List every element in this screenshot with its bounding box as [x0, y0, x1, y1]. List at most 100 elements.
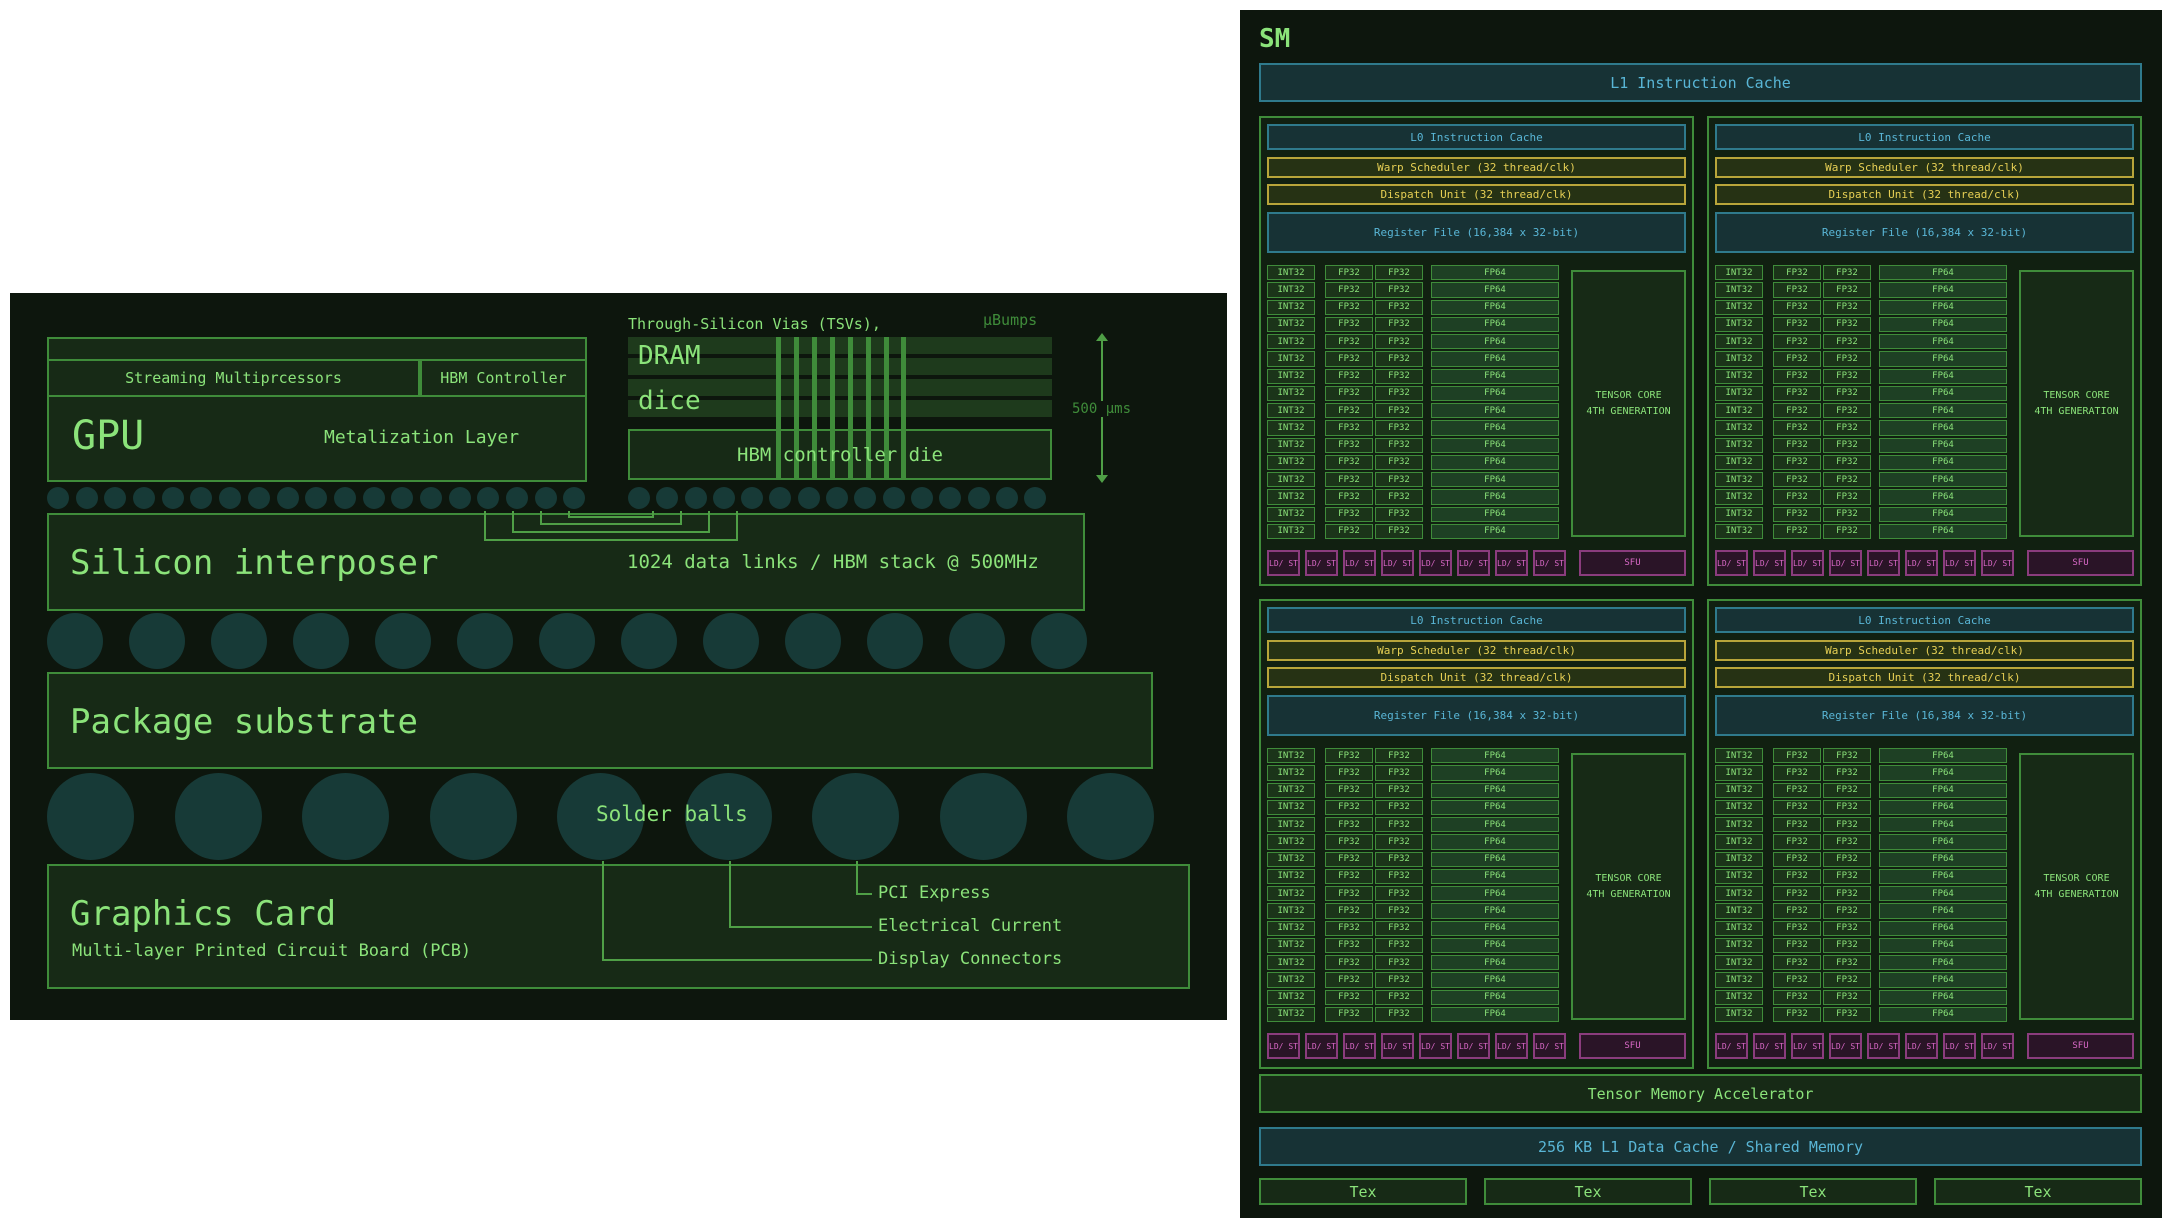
- fp64-unit: FP64: [1431, 489, 1559, 505]
- fp64-unit: FP64: [1879, 817, 2007, 833]
- fp32-unit: FP32: [1823, 748, 1871, 764]
- fp32-unit: FP32: [1773, 886, 1821, 902]
- tensor-core-label: TENSOR CORE: [1595, 872, 1662, 884]
- ldst-unit: LD/ ST: [1495, 1033, 1528, 1059]
- int32-unit: INT32: [1715, 523, 1763, 539]
- fp32-unit: FP32: [1773, 334, 1821, 350]
- fp32-unit: FP32: [1325, 903, 1373, 919]
- fp64-unit: FP64: [1431, 282, 1559, 298]
- dram-layer: [628, 358, 1052, 375]
- fp64-unit: FP64: [1879, 748, 2007, 764]
- ldst-unit: LD/ ST: [1943, 1033, 1976, 1059]
- fp32-unit: FP32: [1325, 868, 1373, 884]
- fp32-unit: FP32: [1325, 385, 1373, 401]
- int32-unit: INT32: [1267, 368, 1315, 384]
- fp32-unit: FP32: [1375, 903, 1423, 919]
- fp32-unit: FP32: [1375, 454, 1423, 470]
- fp32-unit: FP32: [1325, 1006, 1373, 1022]
- fp32-unit: FP32: [1325, 989, 1373, 1005]
- ldst-unit: LD/ ST: [1715, 1033, 1748, 1059]
- fp32-unit: FP32: [1325, 282, 1373, 298]
- fp64-unit: FP64: [1879, 299, 2007, 315]
- fp32-unit: FP32: [1375, 472, 1423, 488]
- fp32-unit: FP32: [1773, 299, 1821, 315]
- fp32-unit: FP32: [1773, 868, 1821, 884]
- int32-unit: INT32: [1715, 765, 1763, 781]
- int32-unit: INT32: [1715, 403, 1763, 419]
- fp32-unit: FP32: [1375, 886, 1423, 902]
- fp32-unit: FP32: [1823, 403, 1871, 419]
- fp64-unit: FP64: [1431, 765, 1559, 781]
- fp32-unit: FP32: [1773, 799, 1821, 815]
- fp32-unit: FP32: [1375, 334, 1423, 350]
- fp32-unit: FP32: [1773, 817, 1821, 833]
- height-arrow-bottom-icon: [1096, 475, 1108, 483]
- dram-label: DRAM: [638, 341, 701, 371]
- hbm-controller-die-label: HBM controller die: [737, 443, 943, 466]
- fp32-unit: FP32: [1823, 282, 1871, 298]
- tensor-core-generation-label: 4TH GENERATION: [1586, 888, 1671, 900]
- fp64-unit: FP64: [1431, 799, 1559, 815]
- int32-unit: INT32: [1267, 454, 1315, 470]
- tensor-core-generation-label: 4TH GENERATION: [1586, 405, 1671, 417]
- solder-balls-row: [47, 773, 1157, 861]
- fp32-unit: FP32: [1823, 937, 1871, 953]
- solder-balls-label: Solder balls: [596, 802, 748, 826]
- ldst-unit: LD/ ST: [1305, 550, 1338, 576]
- fp64-unit: FP64: [1431, 403, 1559, 419]
- interposer-title: Silicon interposer: [70, 543, 439, 583]
- fp32-unit: FP32: [1325, 937, 1373, 953]
- int32-unit: INT32: [1715, 472, 1763, 488]
- int32-unit: INT32: [1267, 420, 1315, 436]
- int32-unit: INT32: [1267, 834, 1315, 850]
- fp64-unit: FP64: [1879, 920, 2007, 936]
- silicon-interposer: [47, 513, 1085, 611]
- fp32-unit: FP32: [1325, 955, 1373, 971]
- fp32-unit: FP32: [1823, 454, 1871, 470]
- fp32-unit: FP32: [1823, 868, 1871, 884]
- fp64-unit: FP64: [1431, 351, 1559, 367]
- fp64-unit: FP64: [1879, 886, 2007, 902]
- int32-unit: INT32: [1267, 868, 1315, 884]
- fp32-unit: FP32: [1325, 316, 1373, 332]
- fp64-unit: FP64: [1879, 420, 2007, 436]
- int32-unit: INT32: [1715, 989, 1763, 1005]
- int32-unit: INT32: [1267, 920, 1315, 936]
- fp32-unit: FP32: [1325, 523, 1373, 539]
- fp64-unit: FP64: [1879, 523, 2007, 539]
- fp64-unit: FP64: [1431, 748, 1559, 764]
- int32-unit: INT32: [1267, 817, 1315, 833]
- int32-unit: INT32: [1267, 403, 1315, 419]
- tex-unit: Tex: [1484, 1178, 1692, 1205]
- fp64-unit: FP64: [1431, 385, 1559, 401]
- fp32-unit: FP32: [1823, 972, 1871, 988]
- fp32-unit: FP32: [1773, 523, 1821, 539]
- fp64-unit: FP64: [1879, 265, 2007, 281]
- fp32-unit: FP32: [1375, 799, 1423, 815]
- interposer-links-label: 1024 data links / HBM stack @ 500MHz: [627, 551, 1039, 573]
- fp64-unit: FP64: [1879, 437, 2007, 453]
- int32-unit: INT32: [1267, 799, 1315, 815]
- tensor-core-label: TENSOR CORE: [2043, 872, 2110, 884]
- fp64-unit: FP64: [1879, 937, 2007, 953]
- fp64-unit: FP64: [1879, 403, 2007, 419]
- fp32-unit: FP32: [1375, 989, 1423, 1005]
- ldst-unit: LD/ ST: [1829, 550, 1862, 576]
- fp32-unit: FP32: [1823, 799, 1871, 815]
- tex-unit: Tex: [1934, 1178, 2142, 1205]
- fp64-unit: FP64: [1431, 851, 1559, 867]
- interposer-traces: [484, 511, 738, 563]
- int32-unit: INT32: [1267, 523, 1315, 539]
- int32-unit: INT32: [1715, 506, 1763, 522]
- ldst-unit: LD/ ST: [1305, 1033, 1338, 1059]
- fp32-unit: FP32: [1823, 368, 1871, 384]
- fp32-unit: FP32: [1773, 955, 1821, 971]
- fp32-unit: FP32: [1375, 748, 1423, 764]
- ldst-unit: LD/ ST: [1495, 550, 1528, 576]
- graphics-card-pcb: [47, 864, 1190, 989]
- fp32-unit: FP32: [1823, 989, 1871, 1005]
